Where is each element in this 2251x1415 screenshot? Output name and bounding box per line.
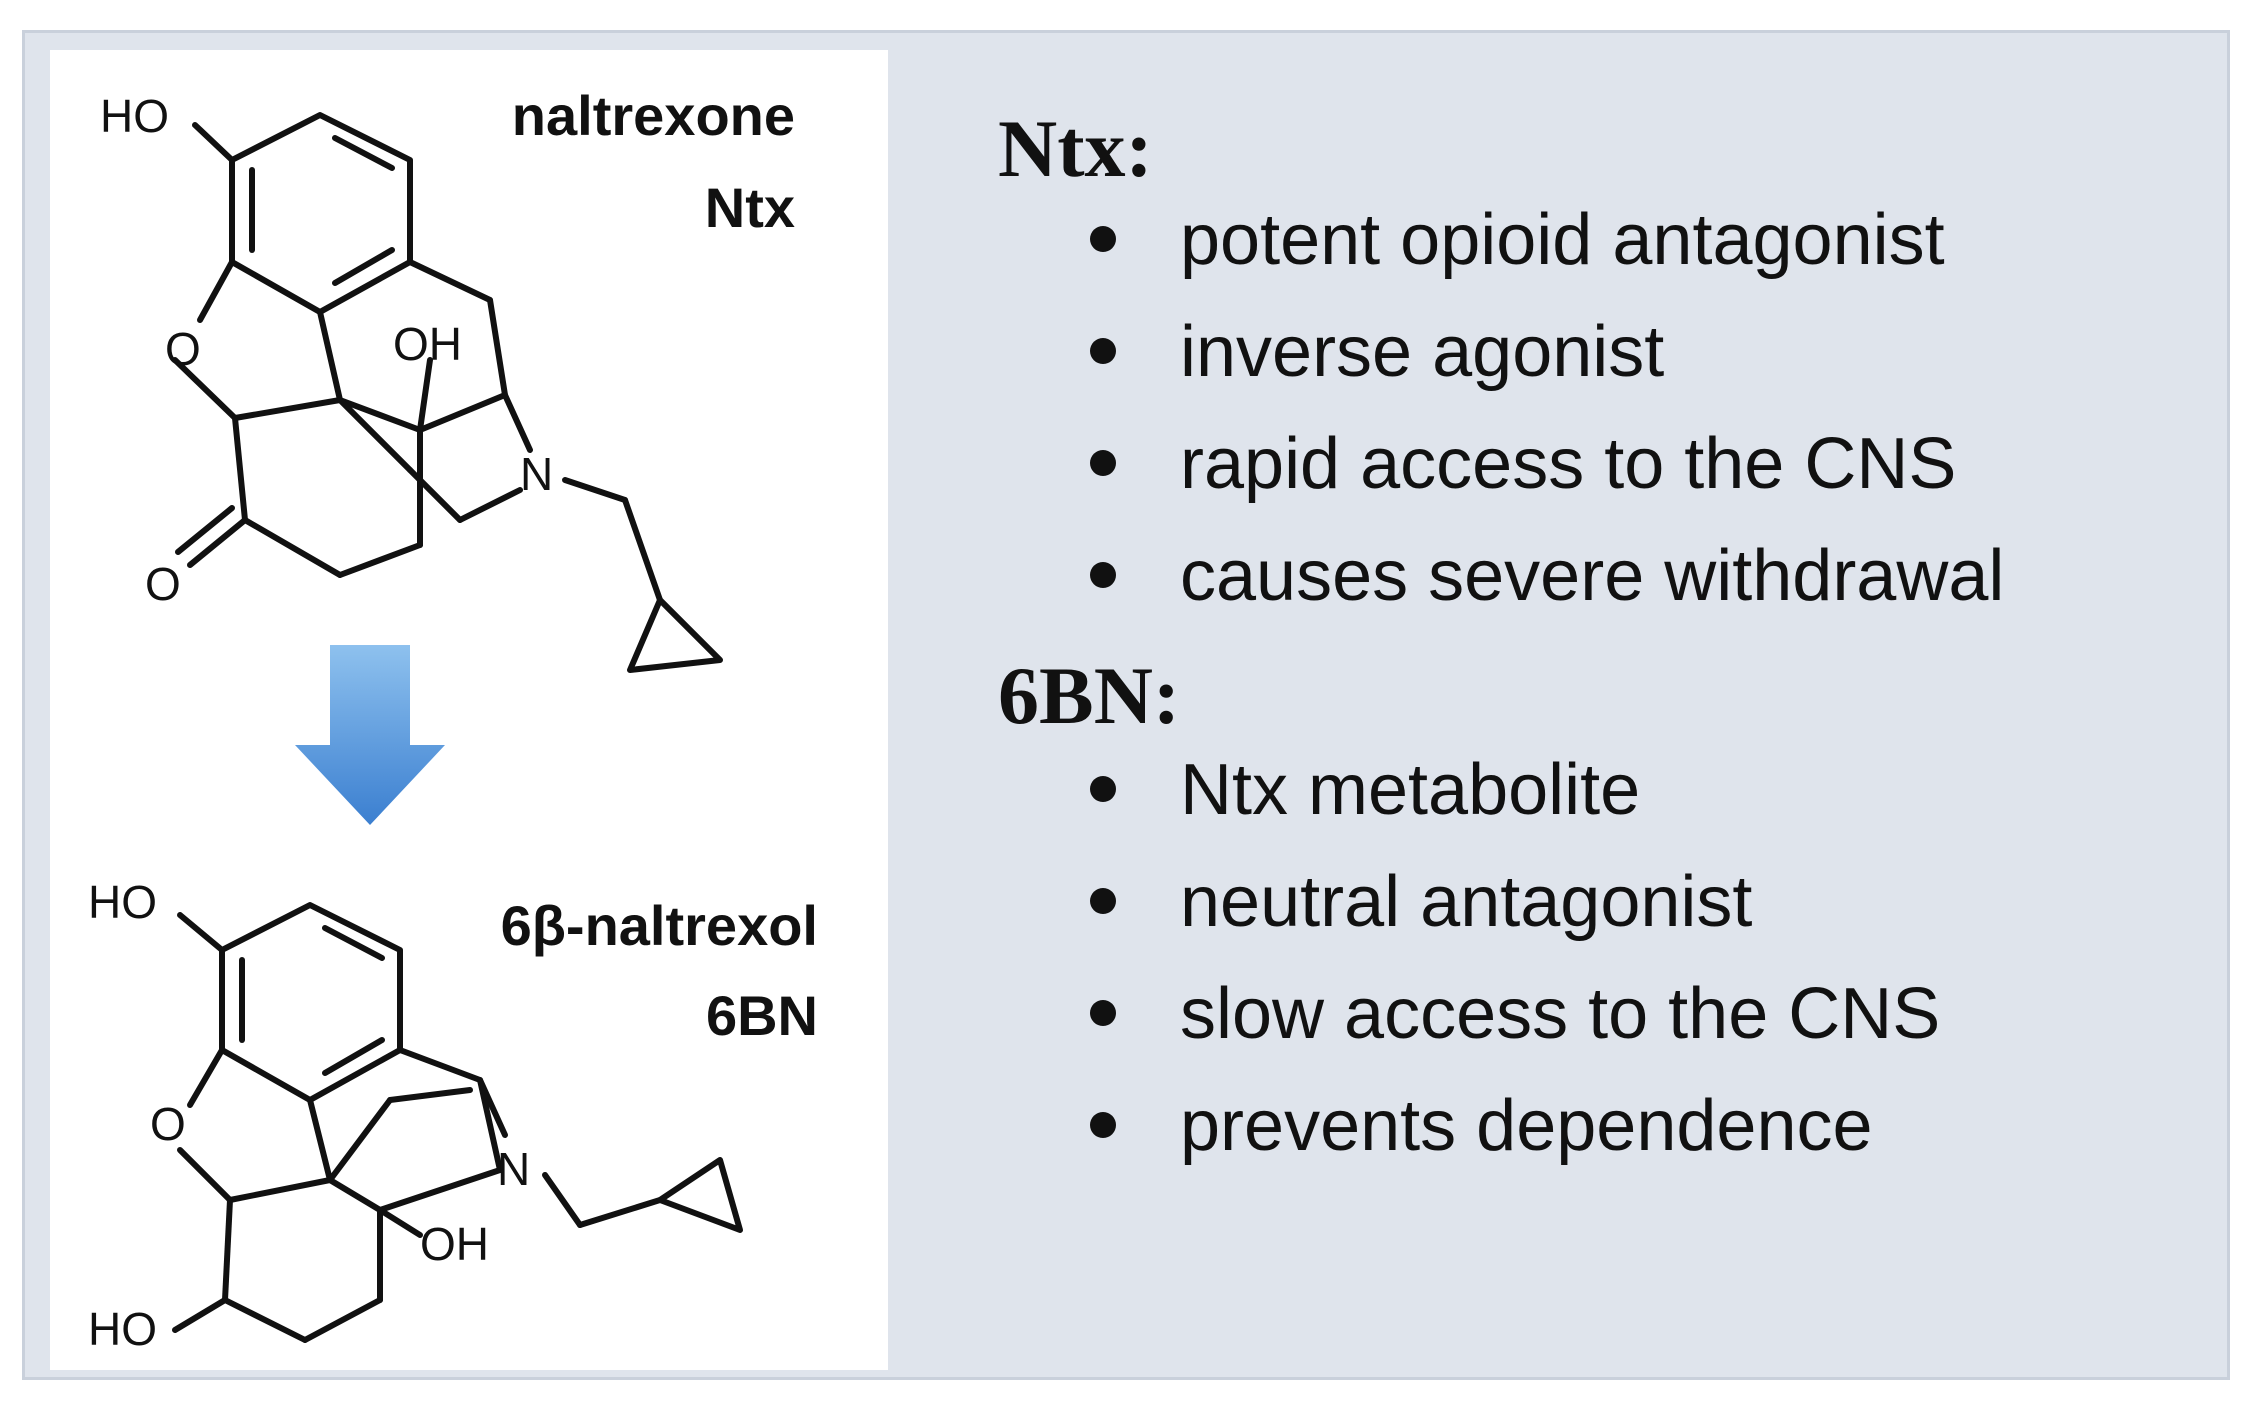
bullet-dot-icon (1090, 1112, 1116, 1138)
ntx-section-title: Ntx: (998, 103, 1153, 194)
bottom-ho-label: HO (88, 876, 157, 928)
structures-panel (50, 50, 888, 1370)
top-ho-label: HO (100, 90, 169, 142)
bullet-dot-icon (1090, 562, 1116, 588)
list-item: rapid access to the CNS (1090, 414, 2004, 526)
6bn-bullet-list: Ntx metabolite neutral antagonist slow a… (1090, 740, 1940, 1188)
naltrexone-name: naltrexone (511, 84, 795, 147)
top-oh-label: OH (393, 318, 462, 370)
naltrexone-structure (172, 112, 723, 673)
6bn-section-title: 6BN: (998, 650, 1181, 741)
bottom-ho-6-label: HO (88, 1303, 157, 1355)
list-item: potent opioid antagonist (1090, 190, 2004, 302)
list-item: Ntx metabolite (1090, 740, 1940, 852)
list-item: slow access to the CNS (1090, 964, 1940, 1076)
list-item: causes severe withdrawal (1090, 526, 2004, 638)
bottom-oh-label: OH (420, 1218, 489, 1270)
top-nitrogen-label: N (520, 448, 553, 500)
list-item: neutral antagonist (1090, 852, 1940, 964)
ketone-oxygen-label: O (145, 558, 181, 610)
bottom-ether-oxygen-label: O (150, 1098, 186, 1150)
list-item: prevents dependence (1090, 1076, 1940, 1188)
list-item: inverse agonist (1090, 302, 2004, 414)
naltrexone-abbrev: Ntx (704, 176, 795, 239)
naltrexol-name: 6β-naltrexol (500, 894, 818, 957)
bullet-dot-icon (1090, 338, 1116, 364)
bullet-dot-icon (1090, 776, 1116, 802)
bullet-dot-icon (1090, 1000, 1116, 1026)
ntx-bullet-list: potent opioid antagonist inverse agonist… (1090, 190, 2004, 638)
bottom-nitrogen-label: N (497, 1143, 530, 1195)
bullet-dot-icon (1090, 450, 1116, 476)
top-ether-oxygen-label: O (165, 323, 201, 375)
naltrexol-structure (172, 902, 743, 1343)
naltrexol-abbrev: 6BN (705, 984, 818, 1047)
bullet-dot-icon (1090, 226, 1116, 252)
bullet-dot-icon (1090, 888, 1116, 914)
down-arrow-icon (295, 645, 445, 825)
